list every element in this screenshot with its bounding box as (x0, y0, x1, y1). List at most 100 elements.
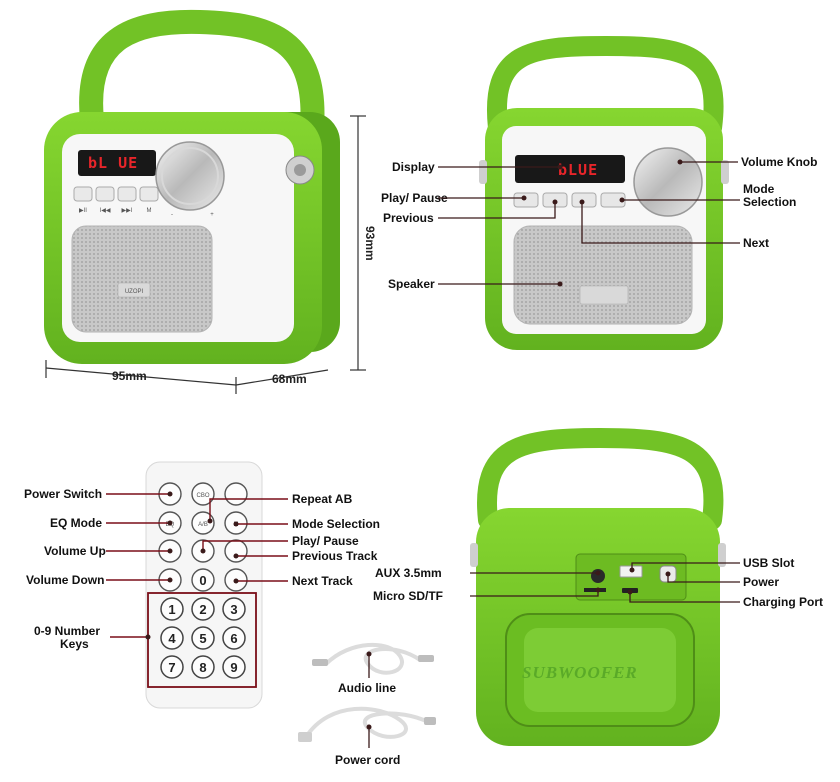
side-hinge-right (721, 160, 729, 184)
label-speaker: Speaker (388, 277, 435, 291)
remote-key-4[interactable] (160, 626, 184, 650)
label-usb-slot: USB Slot (743, 556, 794, 570)
mode-button[interactable] (139, 186, 159, 202)
number-keys-frame (147, 592, 257, 688)
control-buttons: ▶II I◀◀ ▶▶I M (73, 186, 159, 214)
label-mode-selection-line2: Selection (743, 195, 796, 209)
subwoofer-text: SUBWOOFER (522, 663, 638, 682)
audio-line-cable: Audio line (312, 642, 434, 695)
remote-zero-text: 0 (199, 573, 206, 588)
remote-key-5[interactable] (191, 626, 215, 650)
pointer-next (581, 202, 740, 244)
remote-key-9-text: 9 (230, 660, 237, 675)
remote-key-1[interactable] (160, 597, 184, 621)
label-aux: AUX 3.5mm (375, 566, 442, 580)
micro-usb-plug (424, 717, 436, 725)
display-text: bL UE (88, 154, 138, 172)
width-dimension-line (45, 367, 237, 386)
front-view-product: bL UE ▶II I◀◀ ▶▶I M - + UZOPI (44, 9, 340, 364)
remote-mute-key[interactable] (224, 482, 248, 506)
back-view-product: SUBWOOFER (470, 427, 726, 746)
label-eq-mode: EQ Mode (50, 516, 102, 530)
dimension-lines: 93mm 95mm 68mm (45, 115, 377, 394)
next-button[interactable] (571, 192, 597, 208)
remote-key-8-text: 8 (199, 660, 206, 675)
plug-right (418, 655, 434, 662)
remote-ab-text: A/B (198, 522, 208, 528)
remote-key-2-text: 2 (199, 602, 206, 617)
remote-zero-key[interactable] (191, 568, 215, 592)
label-micro-sd: Micro SD/TF (373, 589, 443, 603)
back-callout-labels: AUX 3.5mm Micro SD/TF USB Slot Power Cha… (373, 556, 823, 609)
label-previous: Previous (383, 211, 434, 225)
carry-handle (477, 427, 724, 530)
label-display: Display (392, 160, 435, 174)
remote-previous-key[interactable] (224, 539, 248, 563)
remote-key-9[interactable] (222, 655, 246, 679)
label-next: Next (743, 236, 769, 250)
button-mark-next: ▶▶I (122, 208, 133, 214)
remote-key-2[interactable] (191, 597, 215, 621)
remote-key-6[interactable] (222, 626, 246, 650)
handle-hinge-center (294, 164, 306, 176)
label-previous-track: Previous Track (292, 549, 378, 563)
speaker-grille (513, 225, 693, 325)
front-callout-labels: Display Play/ Pause Previous Speaker Vol… (381, 155, 817, 291)
plug-left (312, 659, 328, 666)
remote-cbo-key[interactable] (191, 482, 215, 506)
next-button[interactable] (117, 186, 137, 202)
remote-key-8[interactable] (191, 655, 215, 679)
label-power-cord: Power cord (335, 753, 400, 767)
label-play-pause: Play/ Pause (381, 191, 448, 205)
play-pause-button[interactable] (73, 186, 93, 202)
display-window (78, 150, 156, 176)
carry-handle (79, 9, 325, 140)
label-next-track: Next Track (292, 574, 353, 588)
label-volume-knob: Volume Knob (741, 155, 817, 169)
carry-handle (486, 35, 724, 138)
label-charging-port: Charging Port (743, 595, 823, 609)
usb-plug (298, 732, 312, 742)
label-power-switch: Power Switch (24, 487, 102, 501)
power-cord-cable: Power cord (298, 706, 436, 767)
depth-dimension-line (235, 369, 329, 386)
label-number-keys-line1: 0-9 Number (34, 624, 100, 638)
volume-knob-ring (161, 147, 219, 205)
subwoofer-cone (524, 628, 676, 712)
height-dimension-text: 93mm (363, 226, 377, 261)
remote-key-7[interactable] (160, 655, 184, 679)
play-pause-button[interactable] (513, 192, 539, 208)
label-repeat-ab: Repeat AB (292, 492, 353, 506)
side-hinge-right (718, 543, 726, 567)
remote-key-3[interactable] (222, 597, 246, 621)
label-play-pause: Play/ Pause (292, 534, 359, 548)
brand-text: UZOPI (125, 289, 144, 295)
pointer-previous (438, 202, 556, 219)
label-mode-selection-line1: Mode (743, 182, 775, 196)
remote-callout-labels: Power Switch EQ Mode Volume Up Volume Do… (24, 487, 380, 651)
micro-sd-slot (584, 588, 606, 592)
front-callout-product: bLUE (479, 35, 729, 350)
remote-key-3-text: 3 (230, 602, 237, 617)
button-mark-mode: M (147, 208, 152, 214)
label-mode-selection: Mode Selection (292, 517, 380, 531)
knob-plus-mark: + (210, 212, 214, 218)
speaker-grille (71, 225, 213, 333)
knob-minus-mark: - (171, 212, 173, 218)
depth-dimension-text: 68mm (272, 372, 307, 386)
remote-cbo-text: CBO (196, 493, 209, 499)
button-mark-play: ▶II (79, 208, 87, 214)
remote-key-5-text: 5 (199, 631, 206, 646)
brand-plate (579, 285, 629, 305)
volume-knob[interactable] (633, 147, 703, 217)
label-volume-down: Volume Down (26, 573, 104, 587)
remote-key-1-text: 1 (168, 602, 175, 617)
remote-key-6-text: 6 (230, 631, 237, 646)
display-window (515, 155, 625, 183)
previous-button[interactable] (95, 186, 115, 202)
volume-knob[interactable] (155, 141, 225, 211)
label-audio-line: Audio line (338, 681, 396, 695)
width-dimension-text: 95mm (112, 369, 147, 383)
remote-ab-key[interactable] (191, 511, 215, 535)
side-hinge-left (479, 160, 487, 184)
